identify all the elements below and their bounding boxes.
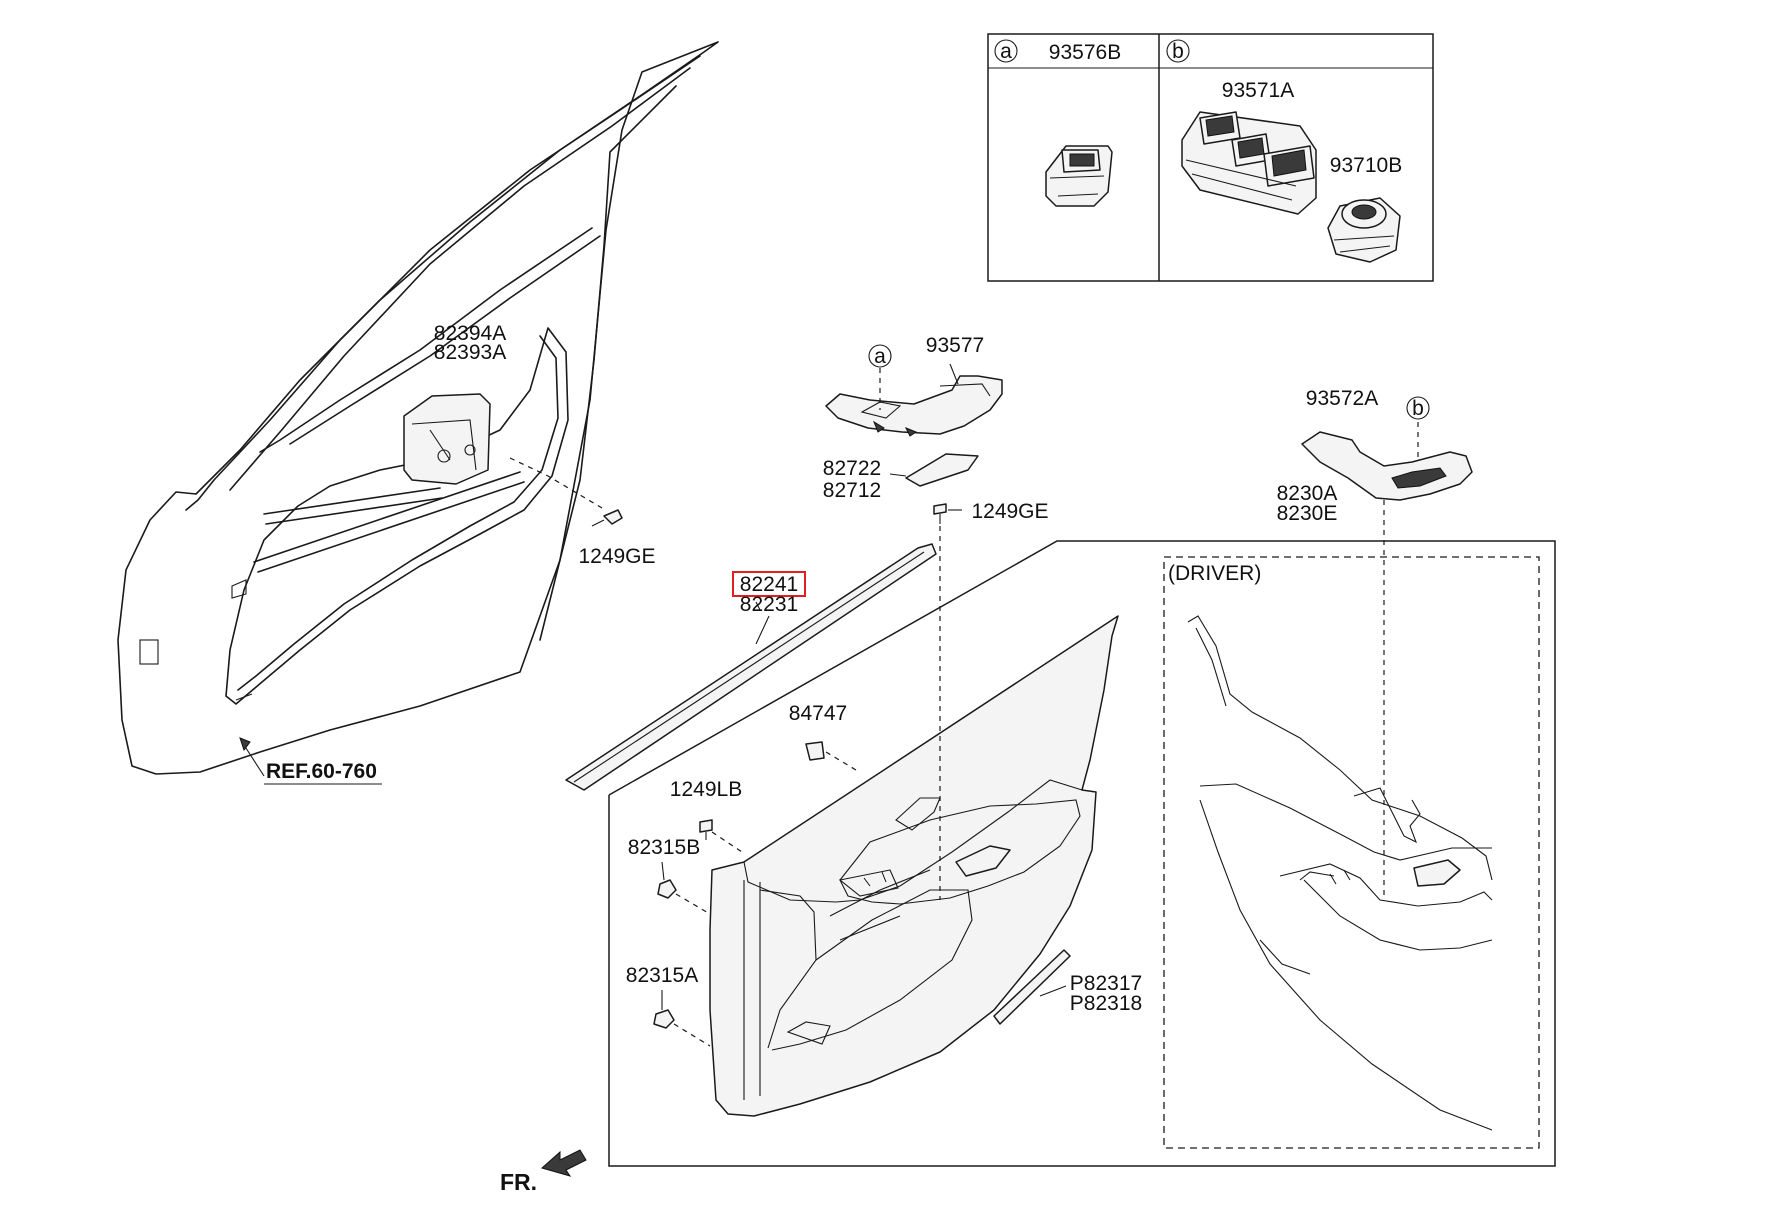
marker-a: a [874,345,886,368]
callout-marker-a: a [1000,40,1012,63]
trim-panel-frame [608,540,1556,1167]
label-84747: 84747 [789,702,847,725]
callout-marker-a-circle [994,39,1018,63]
label-82393A: 82393A [434,341,506,364]
driver-detail-box [1163,556,1540,1149]
marker-b: b [1412,397,1424,420]
driver-switch-bezel-drawing [1301,396,1473,501]
label-8230E: 8230E [1277,502,1338,525]
label-P82318: P82318 [1070,992,1142,1015]
label-93577: 93577 [926,334,984,357]
driver-label: (DRIVER) [1168,562,1261,585]
callout-part-93710B: 93710B [1330,154,1402,177]
label-93572A: 93572A [1306,387,1378,410]
front-label: FR. [500,1169,537,1195]
clip-82315A-drawing [653,990,711,1047]
label-82315A: 82315A [626,964,698,987]
reflector-P82317-drawing [993,949,1071,1025]
screw-1249LB-drawing [699,819,743,853]
label-1249LB: 1249LB [670,778,742,801]
ref-label: REF.60-760 [266,760,377,783]
belt-weatherstrip-drawing [565,543,937,791]
pad-82722-drawing [889,453,979,487]
label-82394A: 82394A [434,322,506,345]
screw-1249GE-mid-drawing [933,503,962,524]
callout-table: a 93576B b 93571A 93710B [987,33,1434,282]
label-1249GE-mid: 1249GE [971,500,1048,523]
callout-table-border [987,33,1434,282]
callout-part-93576B: 93576B [1049,41,1121,64]
label-82712: 82712 [823,479,881,502]
callout-marker-b: b [1172,40,1184,63]
callout-part-93571A: 93571A [1222,79,1294,102]
clip-82315B-drawing [657,861,711,915]
callout-marker-b-circle [1166,39,1190,63]
label-8230A: 8230A [1277,482,1338,505]
door-trim-panel-drawing [709,500,1385,1117]
leader-82231 [755,615,770,645]
front-direction-arrow [540,1149,587,1177]
label-P82317: P82317 [1070,972,1142,995]
label-82315B: 82315B [628,836,700,859]
clip-84747-drawing [805,741,857,771]
label-82722: 82722 [823,457,881,480]
label-82231: 82231 [740,593,798,616]
driver-trim-detail-drawing [1187,615,1493,1131]
single-window-switch-drawing [1045,145,1113,207]
door-inner-panel-drawing [117,41,719,777]
label-82241: 82241 [740,573,798,596]
master-window-switch-drawing [1181,111,1317,215]
inner-handle-cover-drawing [825,344,1003,437]
mirror-switch-drawing [1327,197,1401,263]
highlight-box-82241 [732,571,806,597]
label-1249GE-left: 1249GE [578,545,655,568]
door-latch-module [403,393,491,485]
